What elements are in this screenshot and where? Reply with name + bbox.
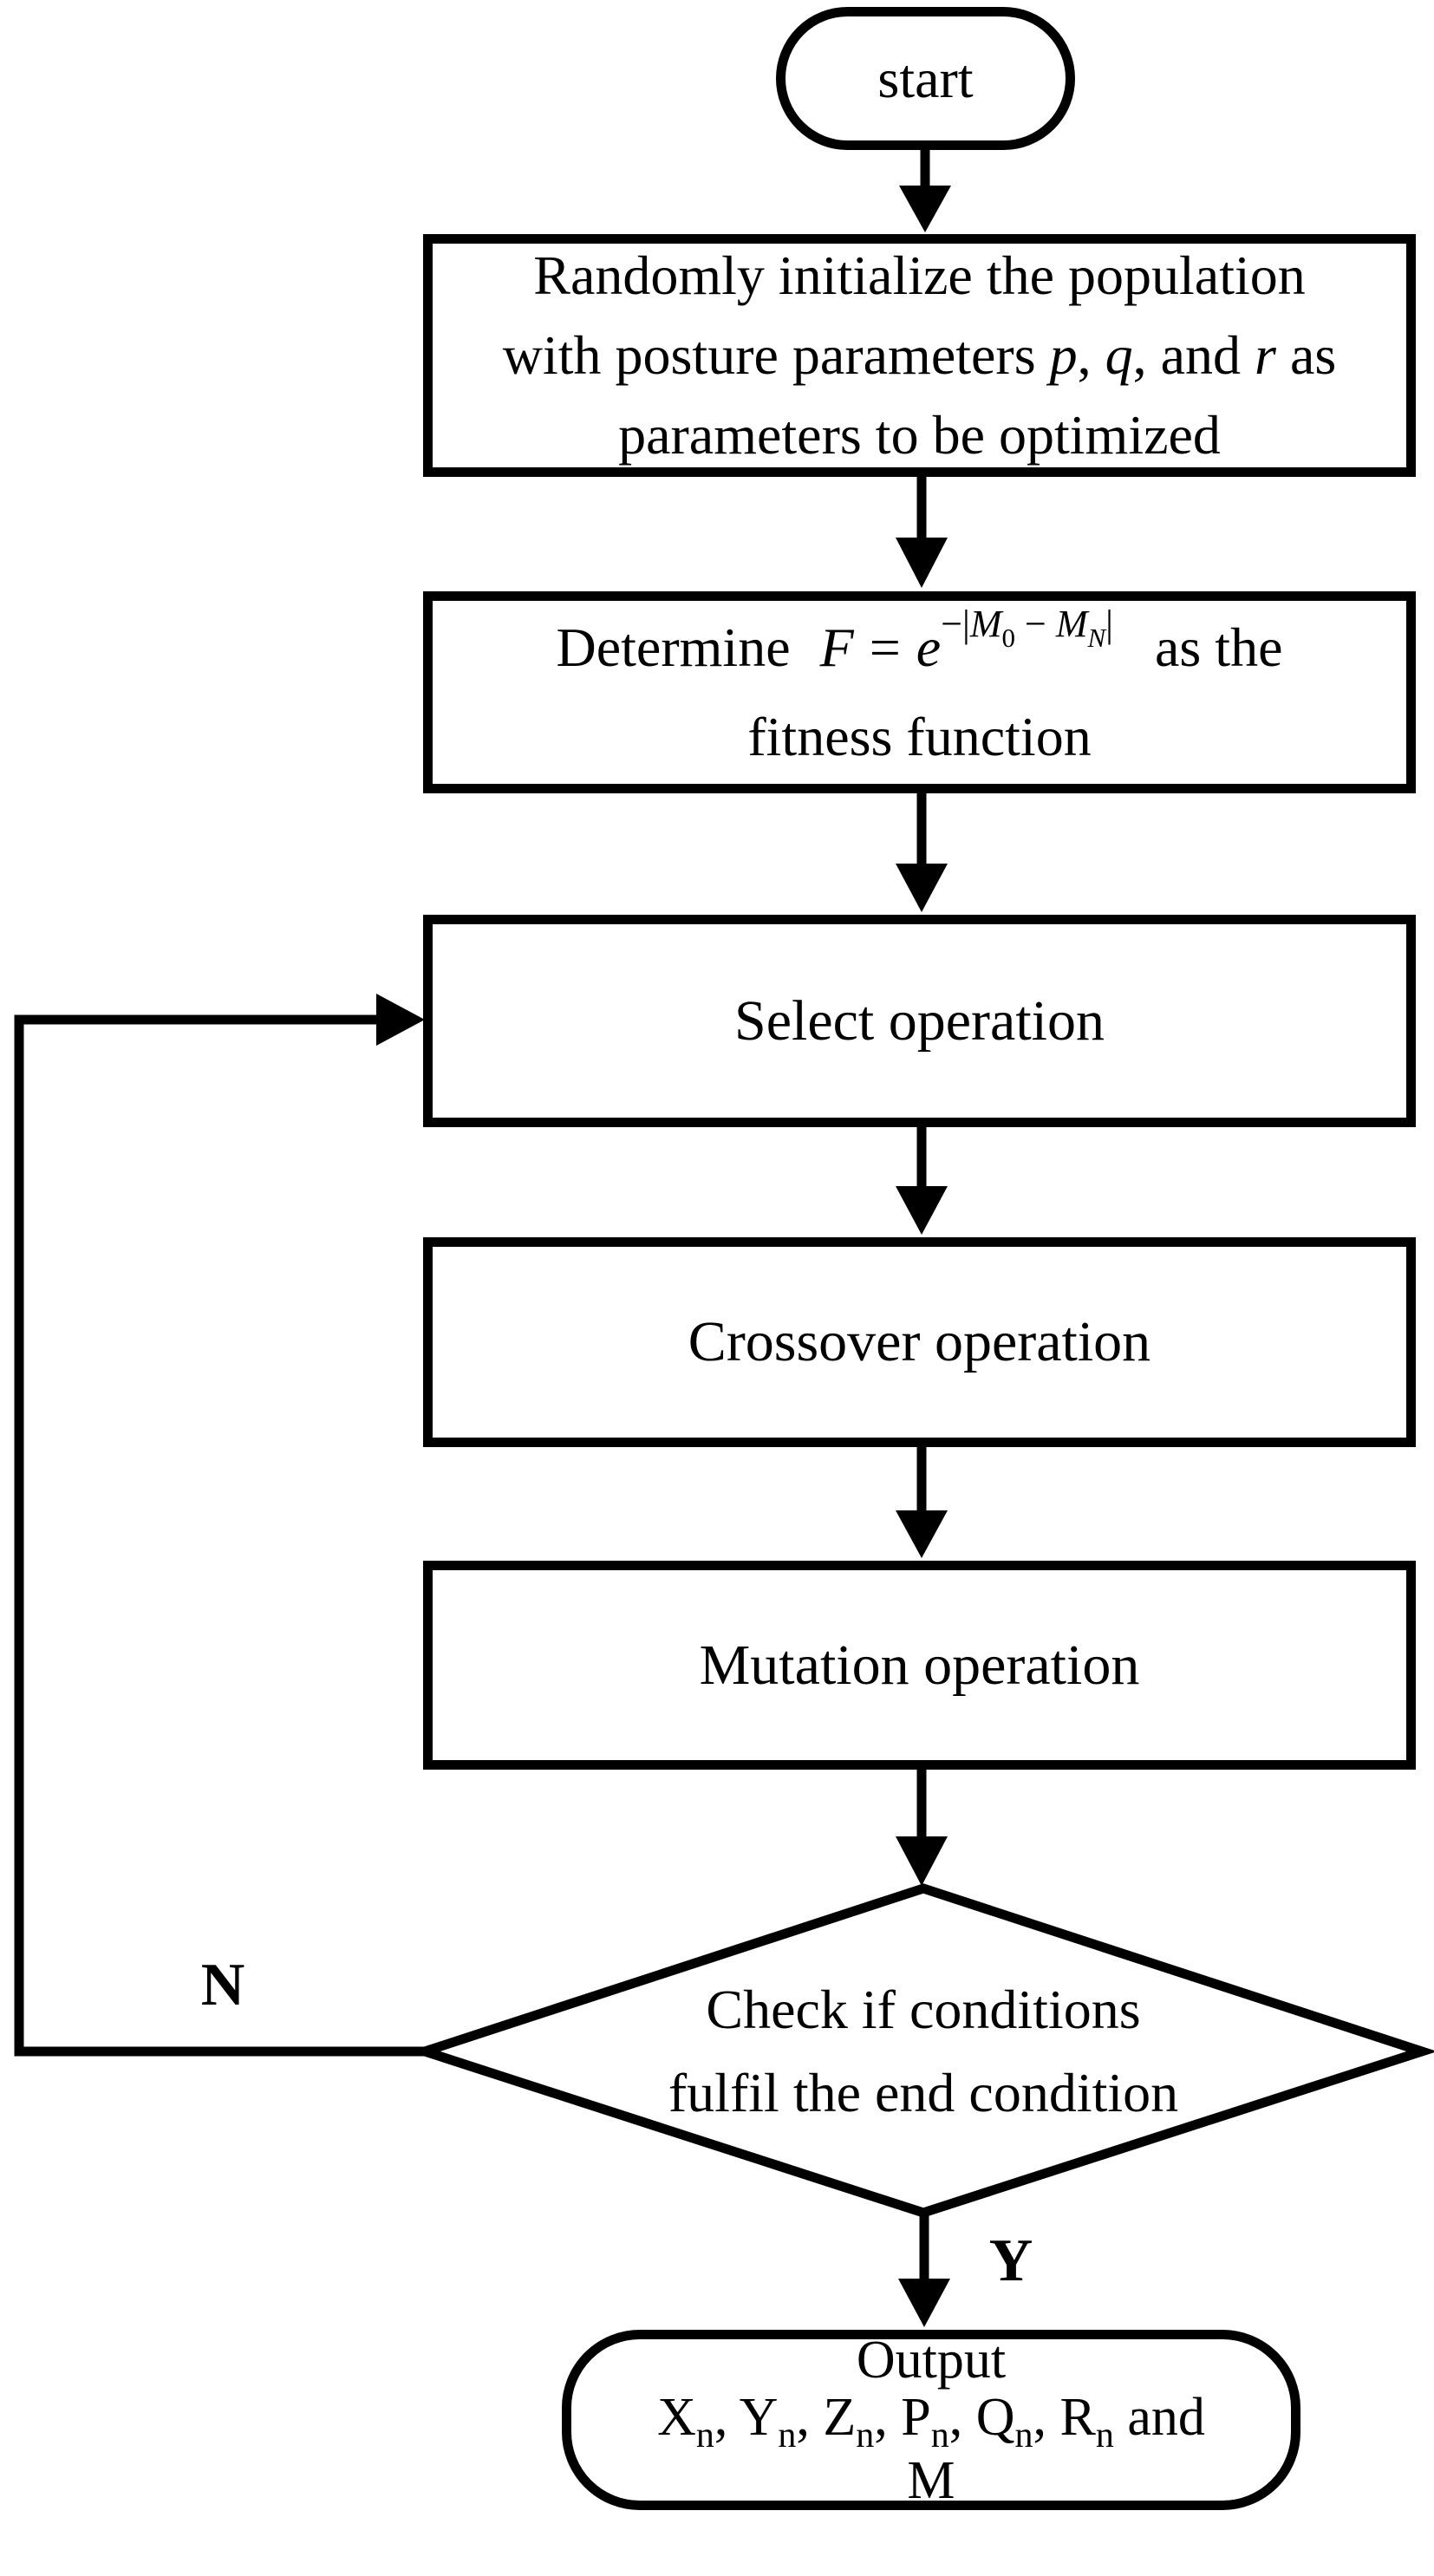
formula-e: e (916, 616, 942, 678)
init-line2: with posture parameters p, q, and r as (502, 324, 1337, 386)
output-line3: M (907, 2450, 955, 2510)
param-p: p (1049, 324, 1078, 386)
formula-exponent: −|M0 − MN| (941, 603, 1113, 653)
mutation-label: Mutation operation (699, 1633, 1140, 1697)
edge-select-crossover-arrowhead-icon (896, 1186, 948, 1235)
edge-no-arrowhead-icon (376, 994, 425, 1046)
decision-node-text: Check if conditions fulfil the end condi… (490, 1968, 1357, 2135)
crossover-operation-node: Crossover operation (423, 1237, 1416, 1447)
init-line1: Randomly initialize the population (533, 245, 1306, 306)
select-label: Select operation (733, 988, 1105, 1053)
edge-no-loop-line (14, 1014, 427, 2057)
edge-start-init-arrowhead-icon (899, 186, 951, 232)
param-q: q (1105, 324, 1133, 386)
start-node: start (776, 7, 1075, 150)
edge-fitness-select-arrowhead-icon (896, 864, 948, 912)
decision-line2: fulfil the end condition (668, 2062, 1179, 2123)
fitness-line2: fitness function (747, 706, 1092, 767)
yes-branch-label: Y (988, 2227, 1033, 2294)
init-line3: parameters to be optimized (618, 404, 1221, 466)
select-operation-node: Select operation (423, 915, 1416, 1127)
output-line1: Output (856, 2330, 1007, 2390)
crossover-label: Crossover operation (688, 1310, 1151, 1373)
formula-F: F (819, 616, 854, 678)
output-node: Output Xn, Yn, Zn, Pn, Qn, Rn and M (562, 2330, 1300, 2510)
decision-line1: Check if conditions (706, 1979, 1141, 2040)
start-label: start (877, 47, 974, 109)
output-line2: Xn, Yn, Zn, Pn, Qn, Rn and (657, 2387, 1205, 2455)
no-branch-label: N (200, 1952, 245, 2018)
edge-decision-output-arrowhead-icon (898, 2279, 950, 2327)
edge-init-fitness-arrowhead-icon (896, 538, 948, 588)
mutation-operation-node: Mutation operation (423, 1561, 1416, 1770)
edge-crossover-mutation-arrowhead-icon (896, 1510, 948, 1558)
init-population-node: Randomly initialize the population with … (423, 234, 1416, 477)
edge-mutation-decision-arrowhead-icon (896, 1836, 948, 1886)
param-r: r (1255, 324, 1276, 386)
